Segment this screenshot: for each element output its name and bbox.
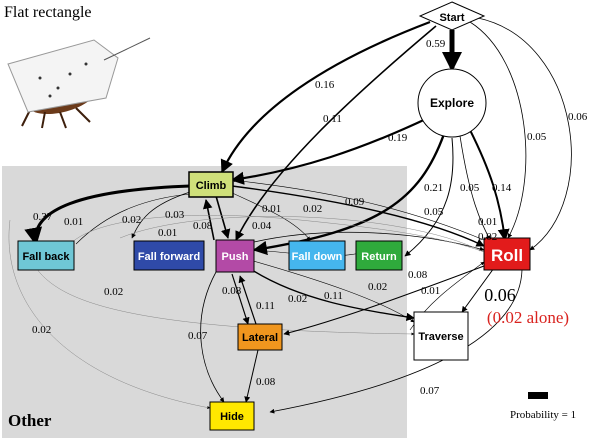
edge-start-climb: [220, 20, 431, 174]
node-fall-forward-label: Fall forward: [138, 251, 200, 263]
edge-label: 0.37: [33, 211, 53, 223]
edge-label: 0.05: [527, 131, 547, 143]
edge-explore-roll-b: [459, 135, 491, 241]
node-traverse-label: Traverse: [418, 331, 463, 343]
legend: Probability = 1: [510, 392, 576, 421]
edge-push-climb: [202, 199, 215, 241]
node-fall-back-label: Fall back: [22, 251, 70, 263]
node-hide-label: Hide: [220, 411, 244, 423]
edge-label: 0.01: [421, 285, 440, 297]
node-push: Push: [215, 239, 255, 273]
edge-start-push: [235, 25, 437, 241]
edge-label: 0.05: [460, 182, 480, 194]
node-start-label: Start: [439, 12, 464, 24]
node-fall-back: Fall back: [17, 240, 75, 271]
node-lateral: Lateral: [237, 323, 283, 351]
edge-push-hide: [200, 271, 225, 403]
edge-label: 0.01: [64, 216, 83, 228]
edge-label: 0.02: [104, 286, 123, 298]
edge-climb-falldown: [229, 191, 311, 241]
node-push-label: Push: [222, 251, 249, 263]
edge-explore-roll: [469, 129, 510, 242]
node-return: Return: [355, 240, 403, 271]
edge-label: 0.02: [303, 203, 322, 215]
edge-label: 0.05: [424, 206, 444, 218]
edge-explore-return: [404, 137, 454, 257]
edge-lateral-hide: [244, 349, 259, 403]
edge-labels: 0.59 0.16 0.11 0.05 0.06 0.19 0.21 0.05 …: [32, 38, 588, 397]
edge-thin-2: [119, 216, 485, 253]
node-hide: Hide: [209, 401, 255, 431]
node-climb-label: Climb: [196, 180, 227, 192]
edge-label: 0.11: [256, 300, 275, 312]
node-roll-label: Roll: [491, 246, 523, 265]
edge-label: 0.11: [324, 290, 343, 302]
node-fall-down-label: Fall down: [292, 251, 343, 263]
edge-label: 0.01: [158, 227, 177, 239]
edge-push-traverse: [251, 269, 415, 322]
node-fall-down: Fall down: [288, 240, 346, 271]
edge-label: 0.07: [420, 385, 440, 397]
edge-label: 0.08: [193, 220, 213, 232]
edge-climb-roll: [231, 185, 485, 247]
node-return-label: Return: [361, 251, 397, 263]
edge-fallback-climb: [75, 193, 191, 245]
legend-label: Probability = 1: [510, 409, 576, 421]
edge-label: 0.09: [345, 196, 365, 208]
edge-label: 0.02: [288, 293, 307, 305]
node-fall-forward: Fall forward: [133, 240, 205, 271]
edge-explore-climb: [230, 117, 429, 185]
cockroach-illustration: [7, 37, 151, 129]
edge-climb-fallback: [24, 184, 191, 246]
edge-label: 0.14: [492, 182, 512, 194]
edge-push-lateral: [231, 273, 250, 325]
edge-label: 0.21: [424, 182, 443, 194]
legend-swatch: [528, 392, 548, 399]
edge-label: 0.07: [188, 330, 208, 342]
edge-label: 0.04: [252, 220, 272, 232]
node-start: Start: [418, 1, 486, 31]
edge-label: 0.08: [222, 285, 242, 297]
edge-thin-4: [35, 267, 415, 336]
roll-probability: 0.06: [484, 285, 516, 305]
edge-lateral-push: [238, 275, 257, 325]
edge-roll-traverse: [461, 267, 495, 313]
edge-label: 0.19: [388, 132, 408, 144]
edge-thin-3: [8, 219, 211, 409]
node-traverse: Traverse: [413, 311, 469, 361]
edge-start-roll-a: [469, 21, 527, 239]
edge-label: 0.11: [323, 113, 342, 125]
edge-label: 0.02: [368, 281, 387, 293]
edge-label: 0.02: [122, 214, 141, 226]
edge-label: 0.06: [568, 111, 588, 123]
node-explore-label: Explore: [430, 96, 474, 110]
edge-label: 0.59: [426, 38, 446, 50]
edge-label: 0.03: [165, 209, 185, 221]
edge-roll-climb: [231, 178, 485, 241]
node-climb: Climb: [188, 171, 234, 198]
edge-label: 0.08: [256, 376, 276, 388]
edge-label: 0.01: [478, 216, 497, 228]
roll-alone-probability: (0.02 alone): [487, 308, 569, 327]
edge-push-traverse-b: [249, 259, 415, 323]
node-roll: Roll: [483, 237, 531, 271]
node-lateral-label: Lateral: [242, 332, 278, 344]
edge-start-roll-b: [477, 17, 572, 251]
edge-thin-1: [69, 215, 485, 253]
edge-label: 0.16: [315, 79, 335, 91]
edge-climb-push: [215, 195, 231, 239]
diagram-title: Flat rectangle: [4, 4, 92, 21]
edge-push-roll: [253, 231, 485, 252]
edge-label: 0.01: [262, 203, 281, 215]
other-region-label: Other: [8, 411, 52, 430]
edge-label: 0.02: [478, 231, 497, 243]
edge-label: 0.08: [408, 269, 428, 281]
node-explore: Explore: [417, 68, 487, 138]
edge-roll-lateral: [283, 265, 485, 336]
edge-label: 0.02: [32, 324, 51, 336]
